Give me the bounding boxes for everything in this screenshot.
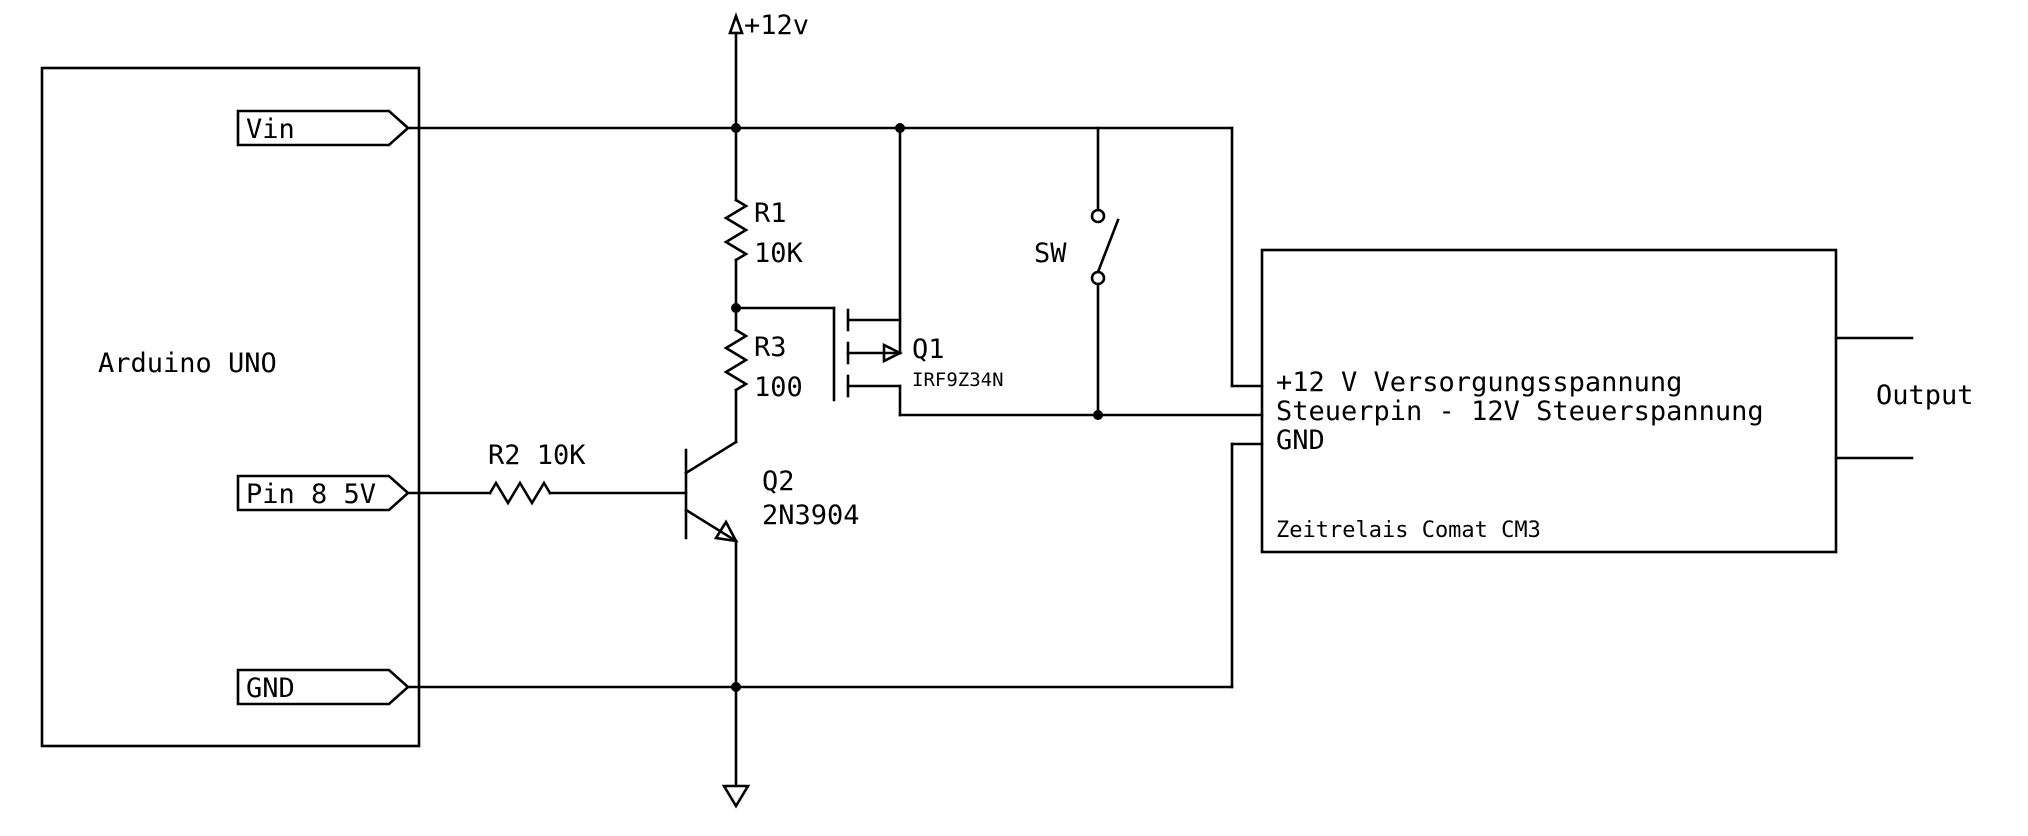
q1-name: Q1 [912,334,945,365]
q1-body-arrow [882,342,903,364]
r3-zigzag [723,328,749,392]
arduino-title: Arduino UNO [98,348,277,379]
relay-block: +12 V Versorgungsspannung Steuerpin - 12… [1260,248,1974,554]
vin-rail [406,123,1264,388]
vin-port-shape [236,109,410,147]
resistor-r2: R2 10K [406,440,688,506]
output-label: Output [1876,380,1974,411]
sw-contact-top [1090,208,1106,224]
q2-name: Q2 [762,466,795,497]
sw-contact-bottom [1090,270,1106,286]
relay-gnd-label: GND [1276,425,1325,456]
r1-name: R1 [754,198,787,229]
pin8-port-shape [236,474,410,512]
relay-model-label: Zeitrelais Comat CM3 [1276,518,1541,543]
r1-value: 10K [754,238,804,269]
relay-control-label: Steuerpin - 12V Steuerspannung [1276,396,1764,427]
r3-value: 100 [754,372,803,403]
gnd-port-shape [236,668,410,706]
supply-arrow [728,12,744,35]
r3-name: R3 [754,332,787,363]
r2-zigzag [488,480,552,506]
q2-collector [684,440,738,475]
vin-port-label: Vin [246,114,295,145]
q1-part: IRF9Z34N [912,369,1004,391]
q2-emitter-arrow [713,519,739,543]
mosfet-q1: Q1 IRF9Z34N [734,126,1264,420]
switch-sw: SW [1034,126,1120,417]
r2-label: R2 10K [488,440,586,471]
resistor-r1: R1 10K [723,126,804,310]
q2-part: 2N3904 [762,500,860,531]
gnd-rail [406,442,1264,809]
pin8-port-label: Pin 8 5V [246,479,376,510]
gnd-port-label: GND [246,673,295,704]
supply-12v: +12v [728,10,809,130]
resistor-r3: R3 100 [723,306,803,444]
q2-emitter [684,508,738,543]
supply-label: +12v [744,10,809,41]
sw-lever [1096,218,1120,274]
relay-outline [1260,248,1838,554]
arduino-uno-block: Arduino UNO Vin Pin 8 5V GND [40,66,421,748]
r1-zigzag [723,198,749,262]
ground-symbol [721,784,751,809]
arduino-outline [40,66,421,748]
relay-supply-label: +12 V Versorgungsspannung [1276,367,1682,398]
transistor-q2: Q2 2N3904 [684,440,860,689]
sw-name: SW [1034,238,1067,269]
